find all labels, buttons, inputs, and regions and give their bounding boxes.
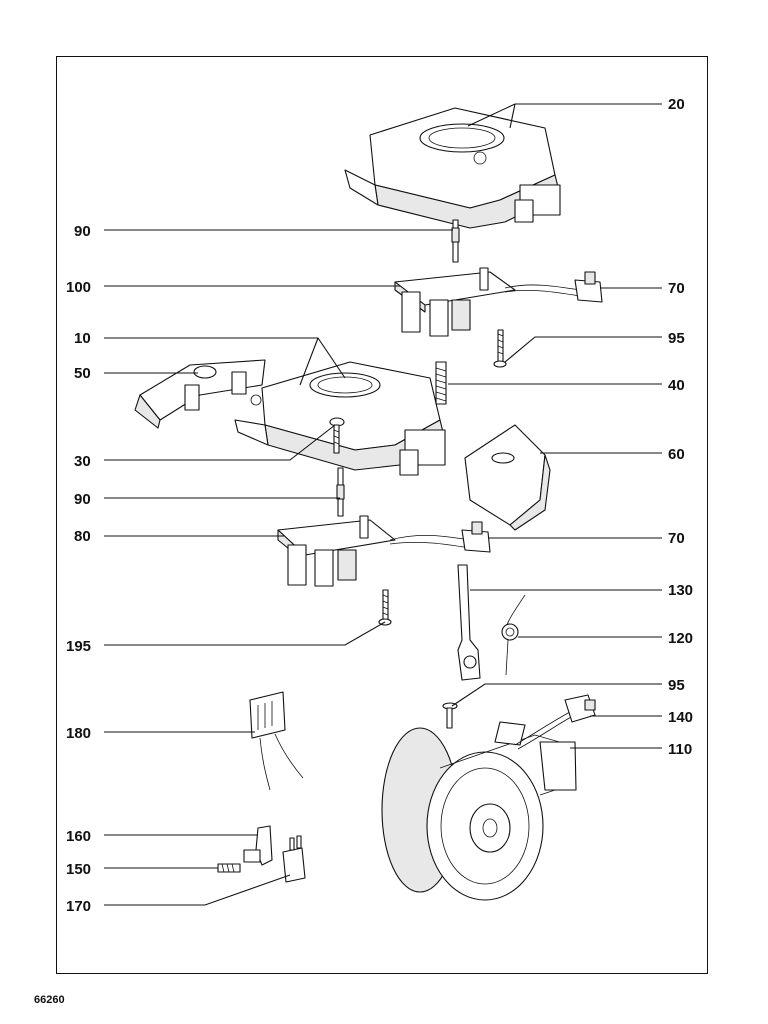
label-50: 50 xyxy=(74,365,91,382)
part-170-micro-switch xyxy=(282,835,306,883)
drawing-code: 66260 xyxy=(34,994,65,1006)
drawing-frame xyxy=(56,56,708,974)
part-110-cable-reel xyxy=(381,721,577,901)
label-170: 170 xyxy=(66,898,91,915)
label-100: 100 xyxy=(66,279,91,296)
label-90-upper: 90 xyxy=(74,223,91,240)
part-90-lower-pin xyxy=(336,467,345,517)
label-40: 40 xyxy=(668,377,685,394)
label-95-upper: 95 xyxy=(668,330,685,347)
part-60-side-cap xyxy=(464,424,551,531)
label-90-lower: 90 xyxy=(74,491,91,508)
part-50-button-cap xyxy=(134,359,266,429)
label-180: 180 xyxy=(66,725,91,742)
label-60: 60 xyxy=(668,446,685,463)
label-110: 110 xyxy=(668,741,692,758)
part-180-connector xyxy=(249,691,304,791)
part-95-upper-screw xyxy=(493,329,507,368)
label-195: 195 xyxy=(66,638,91,655)
label-80: 80 xyxy=(74,528,91,545)
label-130: 130 xyxy=(668,582,693,599)
label-140: 140 xyxy=(668,709,693,726)
label-95-lower: 95 xyxy=(668,677,685,694)
part-80-lower-board xyxy=(277,515,491,587)
part-150-spring xyxy=(217,863,241,873)
part-10-lower-housing xyxy=(234,361,446,476)
leader-lines xyxy=(104,103,662,906)
label-70-lower: 70 xyxy=(668,530,685,547)
label-20: 20 xyxy=(668,96,685,113)
part-30-screw xyxy=(329,417,345,454)
part-130-lever xyxy=(457,564,481,681)
part-100-upper-board xyxy=(394,267,603,337)
part-40-spring xyxy=(435,361,447,405)
part-95-lower-screw xyxy=(442,702,458,729)
part-140-plug xyxy=(514,694,596,750)
label-150: 150 xyxy=(66,861,91,878)
label-10: 10 xyxy=(74,330,91,347)
label-120: 120 xyxy=(668,630,693,647)
part-120-spring xyxy=(501,594,526,676)
label-160: 160 xyxy=(66,828,91,845)
part-labels: 20 90 100 70 95 10 50 40 30 60 90 80 70 … xyxy=(66,96,693,915)
part-195-screw xyxy=(378,589,392,626)
label-70-upper: 70 xyxy=(668,280,685,297)
label-30: 30 xyxy=(74,453,91,470)
part-160-bracket xyxy=(243,825,273,866)
part-20-upper-housing xyxy=(344,107,561,229)
part-90-upper-pin xyxy=(451,219,460,263)
